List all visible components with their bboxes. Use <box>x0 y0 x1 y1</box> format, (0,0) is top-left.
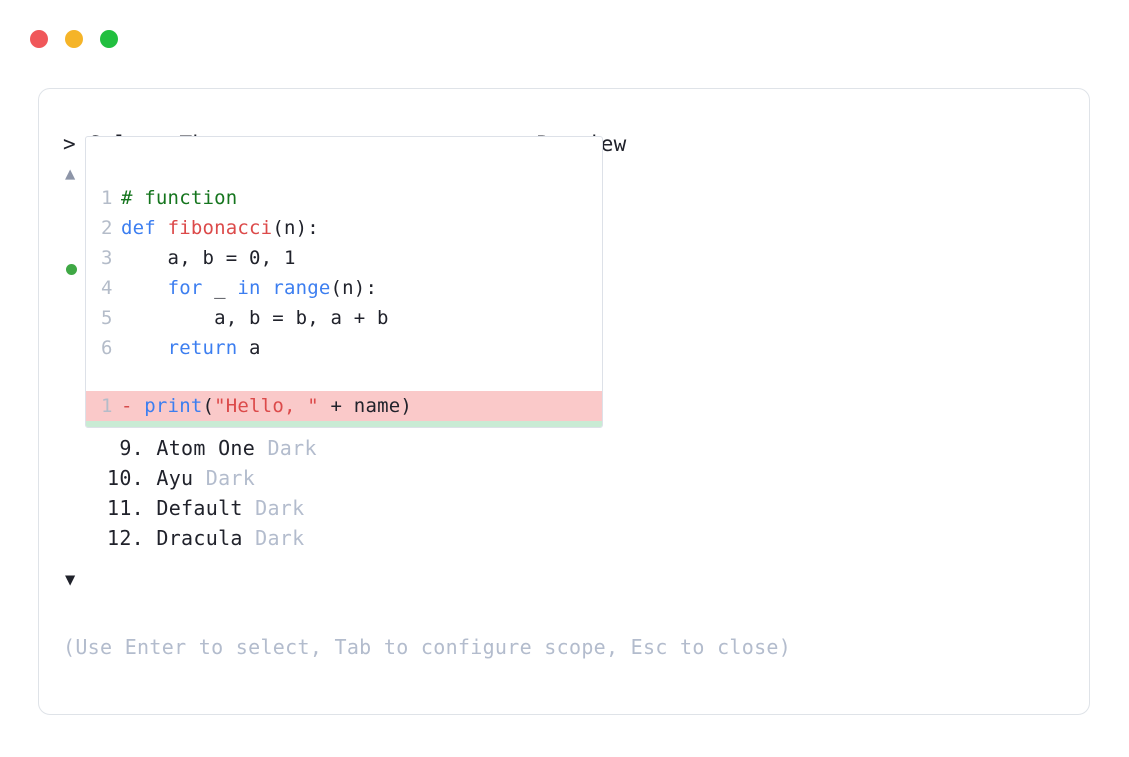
code-token-string: f"Hello, {name}!" <box>214 425 412 427</box>
theme-item-index: 9. <box>107 436 157 460</box>
code-token-plain: (n): <box>272 217 319 239</box>
code-token-plain: ( <box>202 425 214 427</box>
code-line: 1 # function <box>86 183 602 213</box>
code-token-builtin: print <box>144 425 202 427</box>
diff-body: 1- print("Hello, " + name)1+ print(f"Hel… <box>86 391 602 427</box>
code-token-builtin: range <box>272 277 331 299</box>
code-token-builtin: print <box>144 395 203 417</box>
theme-item-variant: Dark <box>205 466 256 490</box>
scroll-up-arrow-icon[interactable]: ▲ <box>65 164 76 184</box>
theme-item-index: 11. <box>107 496 157 520</box>
diff-sign: + <box>121 425 144 427</box>
theme-list-item[interactable]: 10. Ayu Dark <box>63 463 533 493</box>
code-token-plain: + name) <box>318 395 413 417</box>
code-token-plain: ( <box>202 395 215 417</box>
code-token-string: "Hello, " <box>214 395 319 417</box>
theme-item-index: 10. <box>107 466 157 490</box>
code-line: 2 def fibonacci(n): <box>86 213 602 243</box>
code-line: 3 a, b = 0, 1 <box>86 243 602 273</box>
theme-list-item[interactable]: 9. Atom One Dark <box>63 433 533 463</box>
card-columns: > Select Theme ▲ 1. ANSI Light 2. Ayu Li… <box>39 89 1089 714</box>
code-token-keyword: return <box>167 337 238 359</box>
window-traffic-lights <box>30 30 118 48</box>
code-token-plain: a <box>237 337 261 359</box>
code-token-func: fibonacci <box>167 217 273 239</box>
line-number: 2 <box>101 217 113 239</box>
line-number: 1 <box>101 187 113 209</box>
theme-selector-card: > Select Theme ▲ 1. ANSI Light 2. Ayu Li… <box>38 88 1090 715</box>
close-window-dot[interactable] <box>30 30 48 48</box>
code-token-plain: ) <box>412 425 424 427</box>
code-line: 5 a, b = b, a + b <box>86 303 602 333</box>
maximize-window-dot[interactable] <box>100 30 118 48</box>
code-line: 6 return a <box>86 333 602 363</box>
selected-bullet-icon <box>66 264 77 275</box>
line-number: 6 <box>101 337 113 359</box>
line-number: 4 <box>101 277 113 299</box>
theme-item-name: Dracula <box>156 526 243 550</box>
line-number: 1 <box>101 421 112 427</box>
code-token-plain <box>261 277 273 299</box>
code-token-comment: # function <box>121 187 238 209</box>
line-number: 5 <box>101 307 113 329</box>
code-token-plain: _ <box>202 277 238 299</box>
preview-title: Preview <box>536 131 1066 157</box>
theme-item-variant: Dark <box>255 496 305 520</box>
diff-line-del: 1- print("Hello, " + name) <box>86 391 602 421</box>
theme-list-item[interactable]: 11. Default Dark <box>63 493 533 523</box>
line-number: 3 <box>101 247 113 269</box>
theme-item-index: 12. <box>107 526 157 550</box>
code-line: 4 for _ in range(n): <box>86 273 602 303</box>
theme-item-variant: Dark <box>267 436 317 460</box>
code-token-keyword: for <box>167 277 203 299</box>
code-token-plain <box>121 277 168 299</box>
code-token-plain: a, b = 0, 1 <box>121 247 296 269</box>
theme-list-item[interactable]: 12. Dracula Dark <box>63 523 533 553</box>
scroll-down-arrow-icon[interactable]: ▼ <box>65 570 76 590</box>
minimize-window-dot[interactable] <box>65 30 83 48</box>
theme-item-name: Ayu <box>156 466 194 490</box>
code-token-keyword: def <box>121 217 168 239</box>
line-number: 1 <box>101 395 113 417</box>
code-token-plain: (n): <box>330 277 378 299</box>
preview-pane: Preview <box>536 131 1066 157</box>
code-token-plain: a, b = b, a + b <box>121 307 389 329</box>
theme-item-variant: Dark <box>255 526 305 550</box>
diff-sign: - <box>121 395 145 417</box>
diff-line-add: 1 + print(f"Hello, {name}!") <box>86 421 602 427</box>
code-token-plain <box>121 337 168 359</box>
theme-item-name: Default <box>156 496 243 520</box>
keyboard-hint: (Use Enter to select, Tab to configure s… <box>63 635 792 659</box>
code-token-keyword: in <box>237 277 261 299</box>
theme-item-name: Atom One <box>156 436 256 460</box>
